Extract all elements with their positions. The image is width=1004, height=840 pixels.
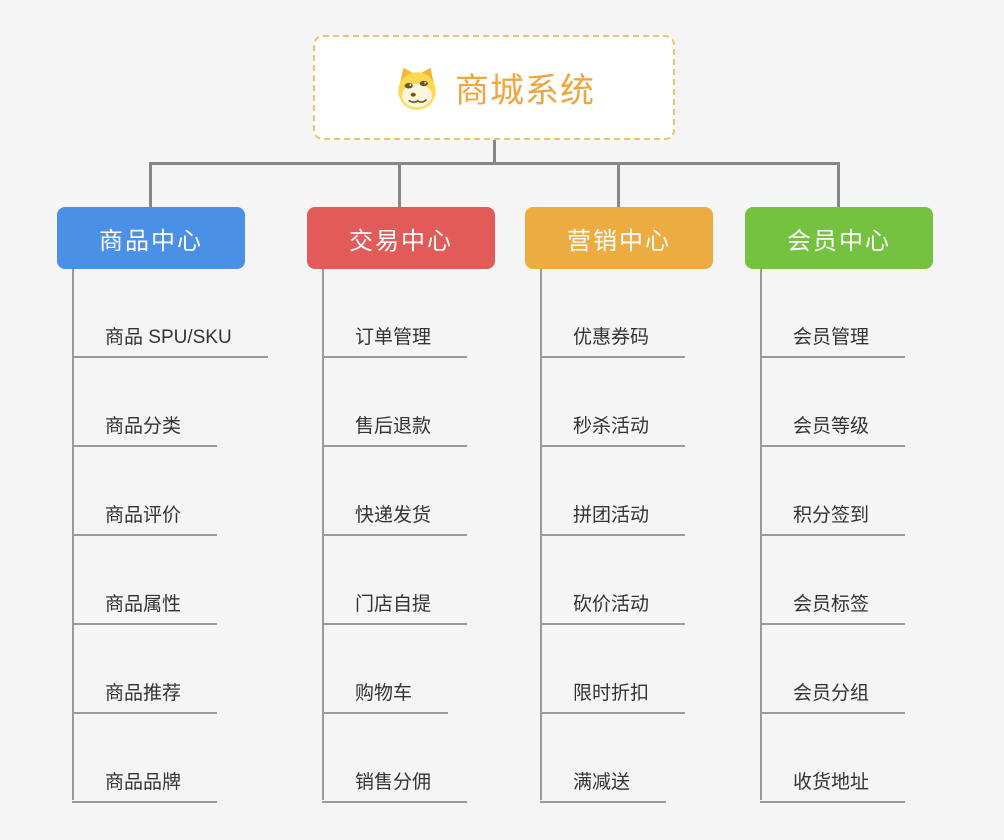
child-node[interactable]: 会员等级 [760, 411, 906, 447]
child-node[interactable]: 满减送 [540, 767, 667, 803]
child-node[interactable]: 订单管理 [322, 322, 468, 358]
child-row: 销售分佣 [322, 714, 567, 803]
child-row: 订单管理 [322, 269, 567, 358]
child-node[interactable]: 商品分类 [72, 411, 218, 447]
child-node[interactable]: 收货地址 [760, 767, 906, 803]
child-node[interactable]: 拼团活动 [540, 500, 686, 536]
connector-bus [150, 162, 839, 165]
child-row: 商品分类 [72, 358, 317, 447]
branch-spine [760, 269, 762, 800]
child-row: 商品 SPU/SKU [72, 269, 317, 358]
child-node[interactable]: 购物车 [322, 678, 449, 714]
child-row: 商品属性 [72, 536, 317, 625]
child-row: 购物车 [322, 625, 567, 714]
branch-spine [322, 269, 324, 800]
root-node[interactable]: 商城系统 [313, 35, 675, 140]
child-row: 门店自提 [322, 536, 567, 625]
child-node[interactable]: 优惠券码 [540, 322, 686, 358]
child-row: 快递发货 [322, 447, 567, 536]
child-node[interactable]: 会员标签 [760, 589, 906, 625]
child-node[interactable]: 限时折扣 [540, 678, 686, 714]
branch-children-member: 会员管理 会员等级 积分签到 会员标签 会员分组 收货地址 [745, 269, 1004, 803]
root-title: 商城系统 [455, 72, 595, 110]
branch-node-trade[interactable]: 交易中心 [307, 207, 495, 269]
child-row: 积分签到 [760, 447, 1004, 536]
connector-drop-member [837, 162, 840, 208]
child-node[interactable]: 砍价活动 [540, 589, 686, 625]
branch-marketing: 营销中心 优惠券码 秒杀活动 拼团活动 砍价活动 限时折扣 满减送 [525, 207, 785, 803]
child-row: 会员分组 [760, 625, 1004, 714]
child-row: 商品推荐 [72, 625, 317, 714]
child-row: 商品评价 [72, 447, 317, 536]
branch-node-marketing[interactable]: 营销中心 [525, 207, 713, 269]
child-node[interactable]: 会员管理 [760, 322, 906, 358]
child-node[interactable]: 销售分佣 [322, 767, 468, 803]
child-row: 收货地址 [760, 714, 1004, 803]
child-row: 商品品牌 [72, 714, 317, 803]
child-row: 会员等级 [760, 358, 1004, 447]
connector-drop-marketing [617, 162, 620, 208]
child-node[interactable]: 售后退款 [322, 411, 468, 447]
child-row: 秒杀活动 [540, 358, 785, 447]
child-row: 砍价活动 [540, 536, 785, 625]
connector-drop-product [149, 162, 152, 208]
child-row: 拼团活动 [540, 447, 785, 536]
child-node[interactable]: 商品品牌 [72, 767, 218, 803]
child-row: 满减送 [540, 714, 785, 803]
child-node[interactable]: 积分签到 [760, 500, 906, 536]
child-node[interactable]: 快递发货 [322, 500, 468, 536]
child-node[interactable]: 商品 SPU/SKU [72, 322, 268, 358]
child-node[interactable]: 会员分组 [760, 678, 906, 714]
child-node[interactable]: 商品推荐 [72, 678, 218, 714]
connector-root-drop [493, 138, 496, 165]
child-node[interactable]: 商品评价 [72, 500, 218, 536]
branch-member: 会员中心 会员管理 会员等级 积分签到 会员标签 会员分组 收货地址 [745, 207, 1004, 803]
branch-children-marketing: 优惠券码 秒杀活动 拼团活动 砍价活动 限时折扣 满减送 [525, 269, 785, 803]
branch-spine [72, 269, 74, 800]
branch-product: 商品中心 商品 SPU/SKU 商品分类 商品评价 商品属性 商品推荐 商品品牌 [57, 207, 317, 803]
child-row: 会员管理 [760, 269, 1004, 358]
child-row: 限时折扣 [540, 625, 785, 714]
branch-node-member[interactable]: 会员中心 [745, 207, 933, 269]
connector-drop-trade [398, 162, 401, 208]
branch-trade: 交易中心 订单管理 售后退款 快递发货 门店自提 购物车 销售分佣 [307, 207, 567, 803]
doge-icon [393, 64, 441, 112]
branch-spine [540, 269, 542, 800]
branch-node-product[interactable]: 商品中心 [57, 207, 245, 269]
branch-children-trade: 订单管理 售后退款 快递发货 门店自提 购物车 销售分佣 [307, 269, 567, 803]
child-node[interactable]: 门店自提 [322, 589, 468, 625]
child-node[interactable]: 秒杀活动 [540, 411, 686, 447]
branch-children-product: 商品 SPU/SKU 商品分类 商品评价 商品属性 商品推荐 商品品牌 [57, 269, 317, 803]
child-row: 售后退款 [322, 358, 567, 447]
child-row: 会员标签 [760, 536, 1004, 625]
child-row: 优惠券码 [540, 269, 785, 358]
child-node[interactable]: 商品属性 [72, 589, 218, 625]
